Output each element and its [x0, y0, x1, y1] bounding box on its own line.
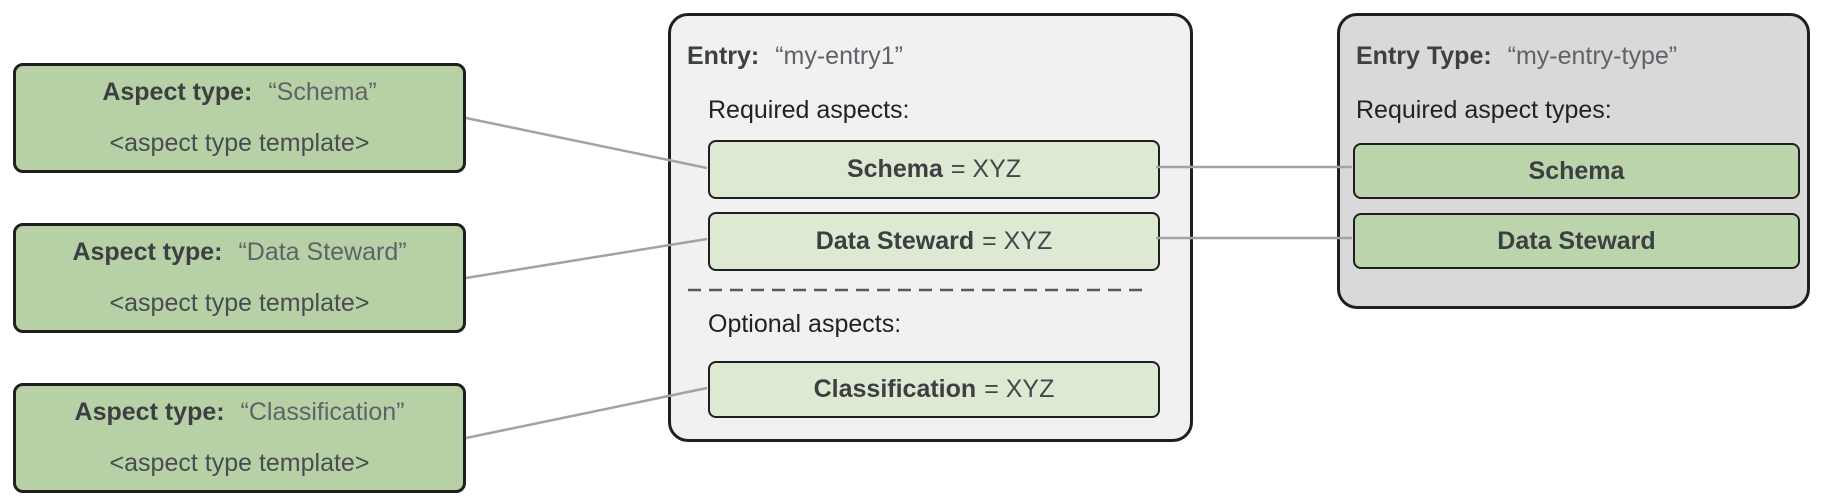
- entry-name: “my-entry1”: [775, 42, 903, 70]
- aspect-type-name: Data Steward: [1497, 226, 1656, 255]
- aspect-type-title: Aspect type: “Data Steward”: [72, 240, 406, 265]
- aspect-type-name: “Classification”: [240, 398, 405, 426]
- aspect-type-title: Aspect type: “Classification”: [75, 400, 405, 425]
- aspect-value: = XYZ: [950, 155, 1022, 183]
- aspect-name: Classification: [813, 375, 977, 403]
- optional-aspects-heading: Optional aspects:: [708, 310, 902, 338]
- entry-type-pill-schema: Schema: [1353, 143, 1800, 199]
- aspect-name: Schema: [846, 155, 943, 183]
- aspect-type-label: Aspect type:: [72, 238, 223, 266]
- entry-title: Entry: “my-entry1”: [687, 44, 903, 69]
- aspect-type-template: <aspect type template>: [109, 129, 370, 157]
- entry-type-title: Entry Type: “my-entry-type”: [1356, 44, 1677, 69]
- aspect-type-card-schema: Aspect type: “Schema” <aspect type templ…: [13, 63, 466, 173]
- aspect-type-template: <aspect type template>: [109, 289, 370, 317]
- aspect-type-name: “Data Steward”: [238, 238, 407, 266]
- aspect-value: = XYZ: [984, 375, 1055, 403]
- aspect-type-label: Aspect type:: [74, 398, 225, 426]
- aspect-type-name: Schema: [1528, 156, 1625, 185]
- aspect-type-title: Aspect type: “Schema”: [102, 80, 376, 105]
- entry-label: Entry:: [687, 42, 760, 70]
- entry-aspect-pill-classification: Classification = XYZ: [708, 361, 1160, 418]
- required-aspects-heading: Required aspects:: [708, 96, 910, 124]
- aspect-type-label: Aspect type:: [102, 78, 253, 106]
- entry-type-label: Entry Type:: [1356, 42, 1492, 70]
- aspect-type-template: <aspect type template>: [109, 449, 370, 477]
- entry-type-name: “my-entry-type”: [1507, 42, 1678, 70]
- required-aspect-types-heading: Required aspect types:: [1356, 96, 1612, 124]
- entry-aspect-pill-data-steward: Data Steward = XYZ: [708, 212, 1160, 271]
- aspect-type-name: “Schema”: [268, 78, 377, 106]
- entry-type-card: Entry Type: “my-entry-type” Required asp…: [1337, 13, 1810, 309]
- aspect-value: = XYZ: [982, 227, 1053, 255]
- entry-type-pill-data-steward: Data Steward: [1353, 213, 1800, 269]
- aspect-name: Data Steward: [815, 227, 975, 255]
- entry-aspect-pill-schema: Schema = XYZ: [708, 140, 1160, 199]
- aspect-type-card-classification: Aspect type: “Classification” <aspect ty…: [13, 383, 466, 493]
- aspect-type-card-data-steward: Aspect type: “Data Steward” <aspect type…: [13, 223, 466, 333]
- entry-card: Entry: “my-entry1” Required aspects: Sch…: [668, 13, 1193, 442]
